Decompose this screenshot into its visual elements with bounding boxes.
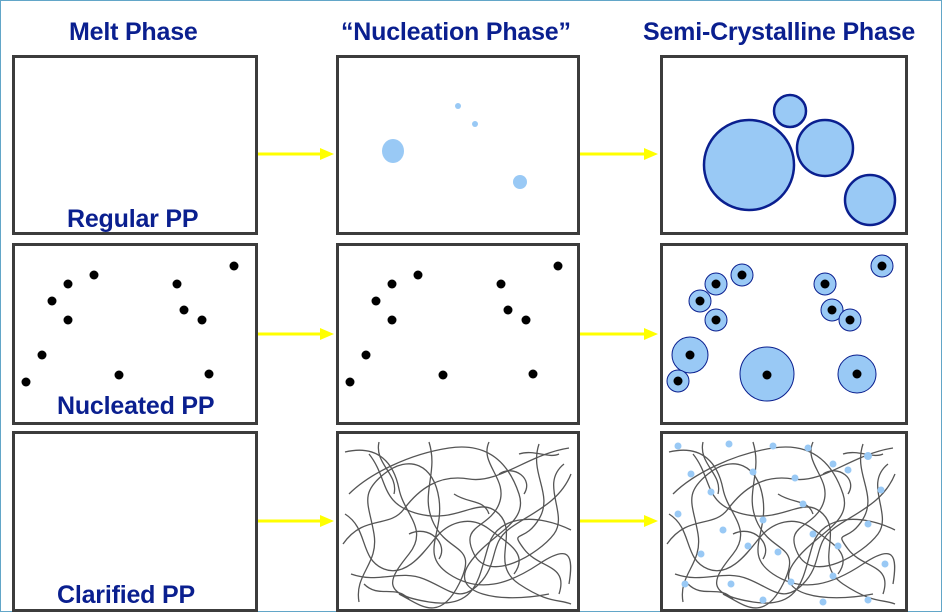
nucleus-dot <box>361 350 371 360</box>
label-regular-pp: Regular PP <box>67 205 199 233</box>
nucleus-dot <box>695 296 705 306</box>
nucleated-melt-drawing <box>21 261 239 387</box>
arrow-right-icon <box>258 328 334 340</box>
header-nucleation-phase: “Nucleation Phase” <box>341 18 571 46</box>
polymer-chains <box>342 441 572 609</box>
nucleus-dot <box>438 370 448 380</box>
polymer-chains <box>666 441 896 609</box>
nucleus-dot <box>737 270 747 280</box>
nucleus-dot <box>820 279 830 289</box>
nucleus-dot <box>553 261 563 271</box>
nucleus-dot <box>877 261 887 271</box>
label-clarified-pp: Clarified PP <box>57 581 195 609</box>
nucleus-dot <box>685 350 695 360</box>
header-semi-crystalline-phase: Semi-Crystalline Phase <box>643 18 916 46</box>
nucleus-dot <box>204 369 214 379</box>
panel-regular-nucleation <box>336 55 580 235</box>
nucleated-semicrystalline-drawing <box>666 254 894 402</box>
nucleus-dot <box>387 279 397 289</box>
panel-regular-melt <box>12 55 258 235</box>
panel-clarified-melt <box>12 431 258 612</box>
panel-nucleated-semicrystalline <box>660 243 908 425</box>
nucleus-dot <box>371 296 381 306</box>
nucleus-dot <box>673 376 683 386</box>
nucleus-dot <box>179 305 189 315</box>
nucleus-dot <box>63 279 73 289</box>
nucleus-dot <box>229 261 239 271</box>
clarified-semicrystalline-drawing <box>666 440 896 609</box>
arrow-right-icon <box>580 515 658 527</box>
nucleus-dot <box>711 279 721 289</box>
nucleus-dot <box>413 270 423 280</box>
crystal-seed <box>382 139 404 163</box>
panel-regular-semicrystalline <box>660 55 908 235</box>
spherulite <box>772 93 808 129</box>
nucleus-dot <box>711 315 721 325</box>
label-nucleated-pp: Nucleated PP <box>57 392 215 420</box>
regular-semicrystalline-drawing <box>702 93 897 227</box>
nucleus-dot <box>503 305 513 315</box>
panel-clarified-nucleation <box>336 431 580 612</box>
arrow-right-icon <box>258 515 334 527</box>
nucleus-dot <box>852 369 862 379</box>
nucleus-dot <box>47 296 57 306</box>
nucleus-dot <box>172 279 182 289</box>
nucleus-dot <box>521 315 531 325</box>
nucleus-dot <box>827 305 837 315</box>
spherulite <box>702 118 796 212</box>
panel-clarified-semicrystalline <box>660 431 908 612</box>
nucleus-dot <box>496 279 506 289</box>
nucleus-dot <box>845 315 855 325</box>
nucleus-dot <box>63 315 73 325</box>
nucleus-dot <box>21 377 31 387</box>
crystal-seed <box>455 103 461 109</box>
spherulite <box>843 173 897 227</box>
nucleus-dot <box>114 370 124 380</box>
nucleus-dot <box>197 315 207 325</box>
arrow-right-icon <box>580 328 658 340</box>
arrow-right-icon <box>580 148 658 160</box>
nucleus-dot <box>762 370 772 380</box>
panel-nucleated-melt <box>12 243 258 425</box>
clarified-nucleation-drawing <box>342 441 572 609</box>
arrow-right-icon <box>258 148 334 160</box>
nucleus-dot <box>528 369 538 379</box>
nucleus-dot <box>345 377 355 387</box>
nucleus-dot <box>89 270 99 280</box>
regular-nucleation-drawing <box>382 103 527 189</box>
nucleus-dot <box>387 315 397 325</box>
crystal-seed <box>513 175 527 189</box>
clarifier-crystallites <box>674 440 889 606</box>
spherulite <box>795 118 855 178</box>
header-melt-phase: Melt Phase <box>69 18 198 46</box>
nucleus-dot <box>37 350 47 360</box>
crystal-seed <box>472 121 478 127</box>
nucleated-nucleation-drawing <box>345 261 563 387</box>
panel-nucleated-nucleation <box>336 243 580 425</box>
